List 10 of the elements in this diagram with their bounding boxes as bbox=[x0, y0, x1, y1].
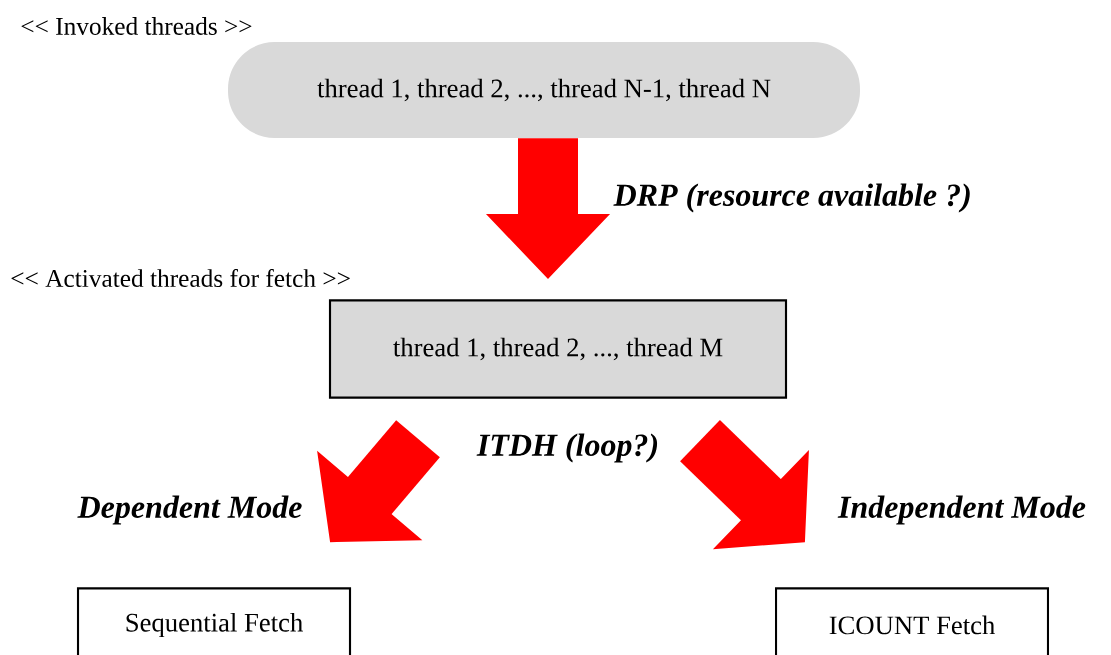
rounded-box: thread 1, thread 2, ..., thread N-1, thread N bbox=[228, 42, 860, 138]
process-box: ICOUNT Fetch bbox=[774, 587, 1050, 655]
edge-label: DRP (resource available ?) bbox=[612, 182, 974, 214]
edge-label: Dependent Mode bbox=[76, 494, 304, 526]
process-box: Sequential Fetch bbox=[76, 587, 352, 655]
heading: << Activated threads for fetch >> bbox=[11, 268, 350, 288]
edge-label: Independent Mode bbox=[836, 494, 1088, 526]
process-box: thread 1, thread 2, ..., thread M bbox=[328, 299, 788, 399]
label: ITDH (loop?) bbox=[475, 432, 661, 464]
heading: << Invoked threads >> bbox=[21, 17, 252, 35]
